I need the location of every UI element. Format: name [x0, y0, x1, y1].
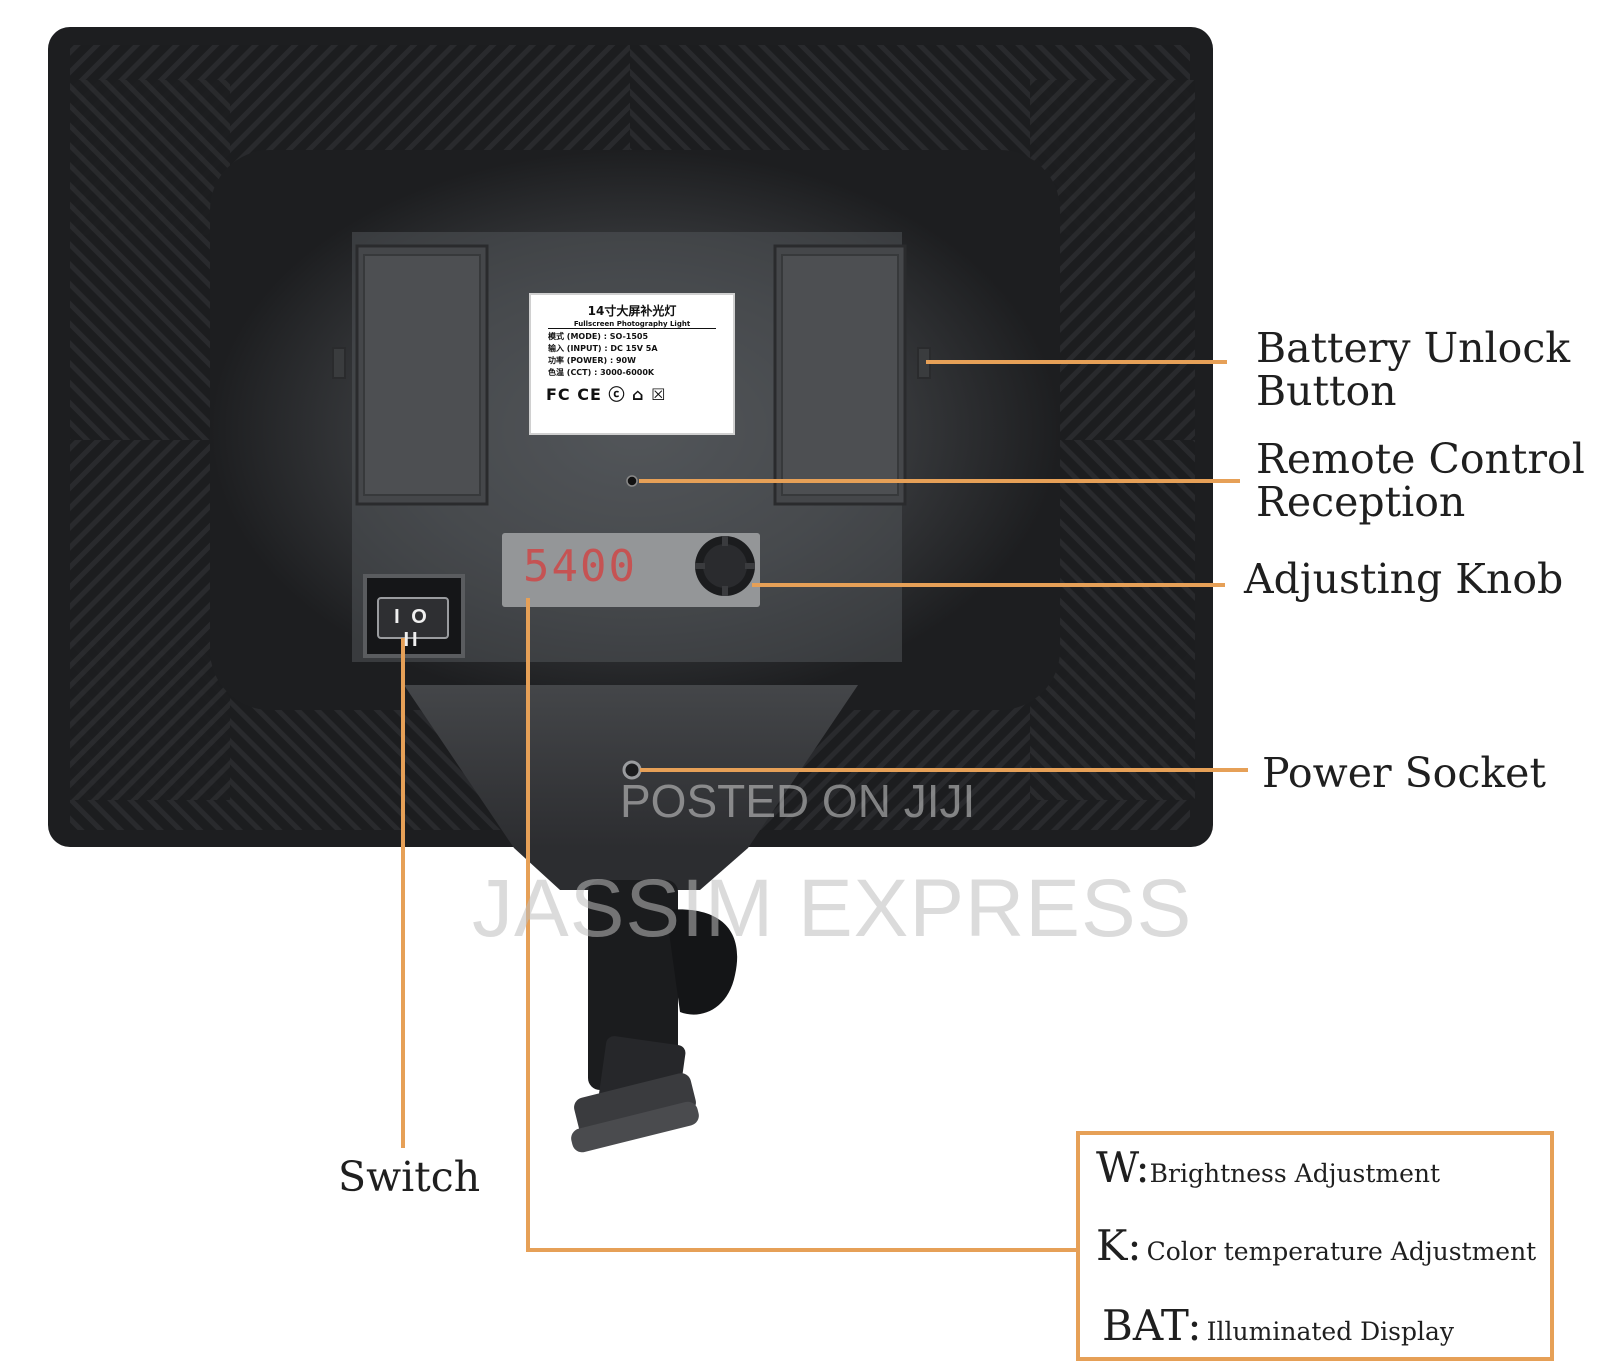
- leader-display: [526, 598, 1078, 1252]
- leader-lines: [401, 360, 1248, 1252]
- label-power-socket: Power Socket: [1262, 749, 1546, 797]
- plate-subtitle: Fullscreen Photography Light: [548, 320, 716, 329]
- plate-line: 输入 (INPUT) : DC 15V 5A: [548, 344, 658, 353]
- power-socket[interactable]: [622, 760, 642, 780]
- adjusting-knob-icon[interactable]: [695, 536, 755, 596]
- legend-desc: Brightness Adjustment: [1149, 1159, 1441, 1188]
- mount-handle: [571, 880, 738, 1153]
- power-switch[interactable]: [377, 597, 449, 639]
- legend-desc: Illuminated Display: [1206, 1317, 1455, 1346]
- battery-slot-left: [332, 244, 489, 506]
- label-adjusting-knob: Adjusting Knob: [1244, 555, 1564, 603]
- legend-desc: Color temperature Adjustment: [1146, 1237, 1537, 1266]
- label-switch: Switch: [338, 1153, 481, 1201]
- switch-marks: I O II: [394, 606, 430, 651]
- legend-row-bat: BAT: Illuminated Display: [1102, 1301, 1454, 1350]
- plate-title: 14寸大屏补光灯: [587, 304, 677, 318]
- legend-box: W:Brightness Adjustment K: Color tempera…: [1076, 1131, 1554, 1361]
- plate-line: 模式 (MODE) : SO-1505: [548, 332, 649, 341]
- plate-line: 色温 (CCT) : 3000-6000K: [548, 368, 655, 377]
- display-readout: 5400: [523, 541, 637, 592]
- legend-key: K:: [1096, 1221, 1142, 1270]
- legend-row-k: K: Color temperature Adjustment: [1096, 1221, 1536, 1270]
- label-battery-unlock: Battery Unlock Button: [1256, 324, 1571, 415]
- legend-key: BAT:: [1102, 1301, 1202, 1350]
- plate-cert-marks: FC CE ⓒ ⌂ ☒: [546, 385, 667, 404]
- plate-line: 功率 (POWER) : 90W: [548, 356, 636, 365]
- battery-slot-right: [773, 244, 907, 506]
- remote-sensor-icon: [626, 475, 638, 487]
- spec-plate-text: 14寸大屏补光灯 Fullscreen Photography Light 模式…: [534, 298, 730, 430]
- legend-key: W:: [1096, 1143, 1150, 1192]
- label-remote-control: Remote Control Reception: [1256, 435, 1585, 526]
- legend-row-w: W:Brightness Adjustment: [1096, 1143, 1440, 1192]
